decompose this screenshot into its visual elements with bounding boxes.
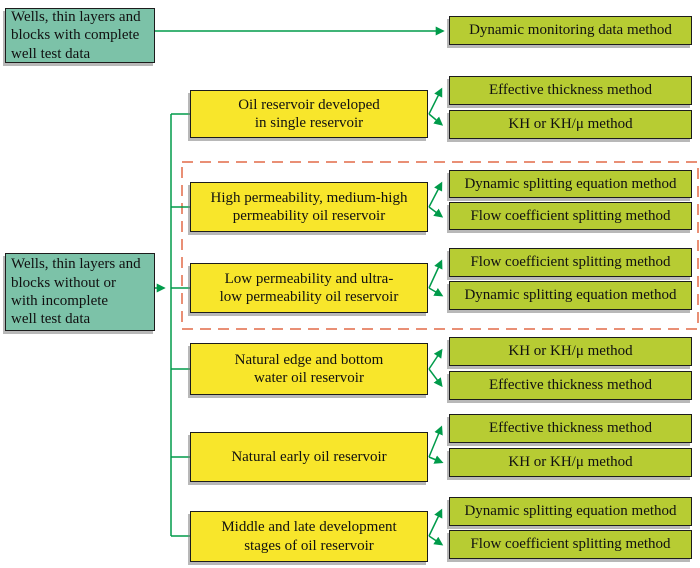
branch-edge-bottom-water: Natural edge and bottom water oil reserv…: [190, 343, 428, 395]
branch-low-permeability: Low permeability and ultra- low permeabi…: [190, 263, 428, 313]
branch-high-permeability: High permeability, medium-high permeabil…: [190, 182, 428, 232]
tree-connectors: [155, 26, 445, 546]
branch-single-reservoir: Oil reservoir developed in single reserv…: [190, 90, 428, 138]
method-dynamic-monitoring: Dynamic monitoring data method: [449, 16, 692, 45]
branch-3-method-0: KH or KH/μ method: [449, 337, 692, 366]
branch-1-method-0: Dynamic splitting equation method: [449, 170, 692, 198]
dashed-frame: [181, 161, 699, 330]
branch-4-method-1: KH or KH/μ method: [449, 448, 692, 477]
branch-1-method-1: Flow coefficient splitting method: [449, 202, 692, 230]
branch-natural-early: Natural early oil reservoir: [190, 432, 428, 482]
branch-5-method-1: Flow coefficient splitting method: [449, 530, 692, 559]
branch-0-method-1: KH or KH/μ method: [449, 110, 692, 139]
branch-5-method-0: Dynamic splitting equation method: [449, 497, 692, 526]
branch-3-method-1: Effective thickness method: [449, 371, 692, 400]
branch-middle-late: Middle and late development stages of oi…: [190, 511, 428, 562]
branch-4-method-0: Effective thickness method: [449, 414, 692, 443]
node-incomplete-root: Wells, thin layers and blocks without or…: [5, 253, 155, 331]
branch-2-method-0: Flow coefficient splitting method: [449, 248, 692, 277]
branch-0-method-0: Effective thickness method: [449, 76, 692, 105]
branch-2-method-1: Dynamic splitting equation method: [449, 281, 692, 310]
node-complete-root: Wells, thin layers and blocks with compl…: [5, 8, 155, 63]
